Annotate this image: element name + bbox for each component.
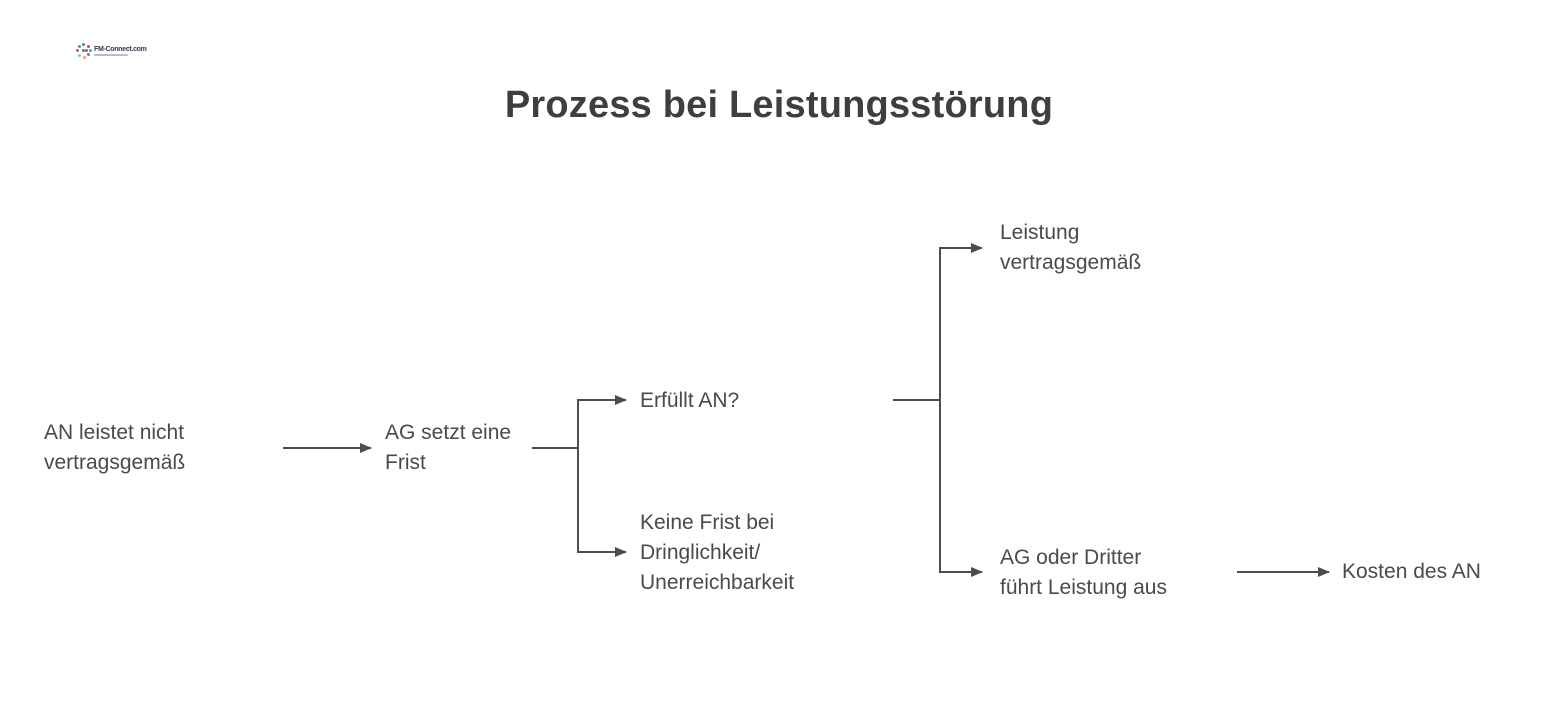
node-line: Kosten des AN (1342, 560, 1481, 583)
logo-name: FM-Connect.com (94, 46, 147, 53)
edge-erfuellt-to-leistung-arrow (939, 243, 983, 400)
edge-erfuellt-to-dritter-arrow (939, 400, 983, 577)
edge-ag-to-erfuellt-arrow (577, 395, 627, 448)
node-line: AN leistet nicht (44, 421, 185, 444)
page-title: Prozess bei Leistungsstörung (504, 84, 1054, 126)
edge-ag-to-keinefrist-arrow (577, 448, 627, 557)
node-line: AG setzt eine (385, 421, 512, 444)
node-ag-setzt-frist: AG setzt eine Frist (385, 418, 511, 478)
node-line: Leistung (1000, 221, 1080, 244)
node-line: Unerreichbarkeit (640, 571, 795, 594)
node-an-leistet-nicht: AN leistet nicht vertragsgemäß (44, 418, 185, 478)
node-line: führt Leistung aus (1000, 576, 1167, 599)
node-erfuellt-an: Erfüllt AN? (640, 386, 739, 416)
node-line: AG oder Dritter (1000, 546, 1142, 569)
node-line: Frist (385, 451, 426, 474)
node-kosten-des-an: Kosten des AN (1342, 557, 1481, 587)
logo-tagline (94, 54, 128, 56)
node-line: Erfüllt AN? (640, 389, 740, 412)
node-line: Keine Frist bei (640, 511, 775, 534)
node-keine-frist: Keine Frist bei Dringlichkeit/ Unerreich… (640, 508, 794, 598)
node-line: Dringlichkeit/ (640, 541, 761, 564)
node-line: vertragsgemäß (1000, 251, 1142, 274)
node-line: vertragsgemäß (44, 451, 186, 474)
node-ag-oder-dritter: AG oder Dritter führt Leistung aus (1000, 543, 1167, 603)
node-leistung-vertragsgemaess: Leistung vertragsgemäß (1000, 218, 1141, 278)
fm-connect-logo: FM-Connect.com (76, 38, 147, 64)
logo-dots-icon (76, 43, 92, 59)
